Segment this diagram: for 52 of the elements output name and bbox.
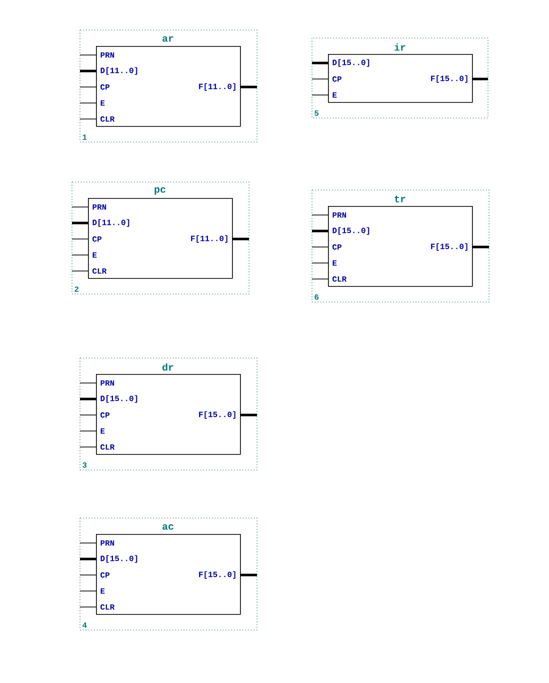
pin-label: PRN (92, 204, 106, 210)
pin-label: E (100, 100, 105, 106)
pin-label: CP (332, 76, 342, 82)
pin-label: E (100, 588, 105, 594)
instance-number: 2 (74, 286, 79, 292)
block-title: ar (162, 36, 174, 42)
pin-label: PRN (332, 212, 346, 218)
block-title: ac (162, 524, 174, 530)
pin-label: E (332, 260, 337, 266)
pin-label: E (92, 252, 97, 258)
pin-label: F[15..0] (199, 571, 236, 579)
pin-label: E (100, 428, 105, 434)
block-title: dr (162, 363, 174, 371)
pin-label: CLR (100, 444, 115, 450)
pin-label: PRN (100, 52, 114, 58)
pin-label: F[15..0] (431, 243, 468, 251)
block-title: pc (154, 187, 166, 195)
pin-label: PRN (100, 380, 114, 386)
register-symbol (96, 534, 241, 615)
pin-label: PRN (100, 540, 114, 546)
pin-label: CP (100, 84, 110, 90)
instance-number: 3 (82, 462, 87, 468)
pin-label: E (332, 92, 337, 98)
register-symbol (96, 46, 241, 127)
pin-label: D[15..0] (332, 59, 370, 67)
pin-label: D[11..0] (100, 67, 138, 75)
pin-label: D[15..0] (100, 555, 138, 563)
block-title: ir (394, 43, 406, 51)
register-symbol (96, 374, 241, 455)
pin-label: CP (100, 412, 110, 418)
pin-label: F[15..0] (199, 411, 236, 419)
pin-label: F[11..0] (199, 83, 236, 91)
register-symbol (88, 198, 233, 279)
pin-label: D[11..0] (92, 219, 130, 227)
pin-label: F[11..0] (191, 235, 228, 243)
register-symbol (328, 206, 473, 287)
pin-label: CP (92, 236, 102, 242)
register-symbol (328, 54, 473, 103)
pin-label: CP (332, 244, 342, 250)
pin-label: CLR (100, 116, 115, 122)
instance-number: 5 (314, 110, 319, 116)
pin-label: F[15..0] (431, 75, 468, 83)
pin-label: CLR (92, 268, 107, 274)
pin-label: CLR (332, 276, 347, 282)
pin-label: CLR (100, 604, 115, 610)
block-title: tr (394, 196, 406, 202)
pin-label: CP (100, 572, 110, 578)
instance-number: 4 (82, 622, 87, 628)
pin-label: D[15..0] (100, 395, 138, 403)
pin-label: D[15..0] (332, 227, 370, 235)
instance-number: 1 (82, 134, 87, 140)
instance-number: 6 (314, 294, 319, 300)
